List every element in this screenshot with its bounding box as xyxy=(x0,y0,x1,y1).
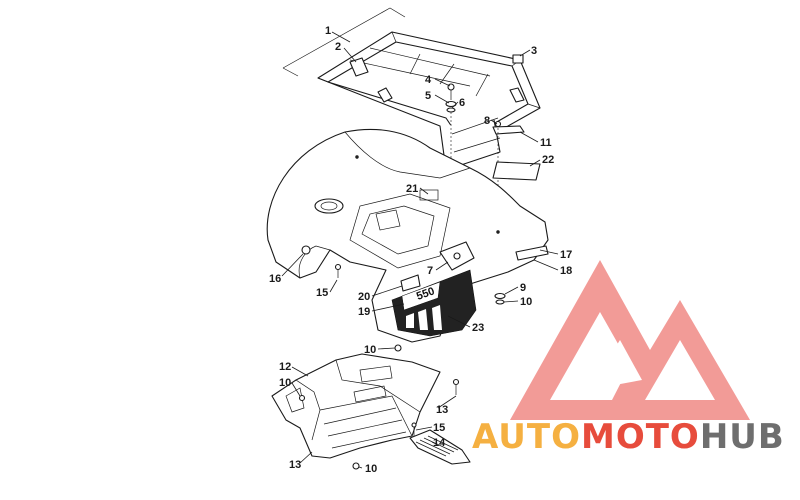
callout-13-right: 13 xyxy=(436,404,448,416)
callout-18: 18 xyxy=(560,265,572,277)
rear-rack xyxy=(317,31,541,171)
callout-10-mid: 10 xyxy=(364,344,376,356)
callout-5: 5 xyxy=(425,90,431,102)
callout-12: 12 xyxy=(279,361,291,373)
decal-22 xyxy=(492,161,541,181)
brand-moto: MOTO xyxy=(581,417,700,457)
fastener-7 xyxy=(439,241,475,271)
leader-lines xyxy=(281,31,559,469)
screw-13-right xyxy=(452,378,460,395)
hardware-9-10 xyxy=(494,292,506,305)
callout-7: 7 xyxy=(427,265,433,277)
triangle-logo-icon xyxy=(510,260,750,420)
callout-21: 21 xyxy=(406,183,418,195)
callout-4: 4 xyxy=(425,74,432,86)
automotohub-watermark: AUTOMOTOHUB xyxy=(472,260,785,457)
nut-10-mid xyxy=(394,344,402,352)
callout-8: 8 xyxy=(484,115,490,127)
callout-13-left: 13 xyxy=(289,459,301,471)
nut-10-bottom xyxy=(352,462,360,470)
svg-text:AUTOMOTOHUB: AUTOMOTOHUB xyxy=(472,417,785,457)
rear-fender xyxy=(266,128,549,343)
callout-10-left: 10 xyxy=(279,377,291,389)
callout-10-bottom: 10 xyxy=(365,463,377,475)
rack-bracket xyxy=(282,7,406,77)
callout-15-upper: 15 xyxy=(316,287,328,299)
callout-9: 9 xyxy=(520,282,526,294)
callout-22: 22 xyxy=(542,154,554,166)
callout-11: 11 xyxy=(540,137,552,149)
callout-1: 1 xyxy=(325,25,331,37)
callout-6: 6 xyxy=(459,97,465,109)
screw-15-upper xyxy=(334,263,342,278)
callout-19: 19 xyxy=(358,306,370,318)
decal-550-text: 550 xyxy=(415,285,436,303)
callout-15-lower: 15 xyxy=(433,422,445,434)
callout-2: 2 xyxy=(335,41,341,53)
callout-3: 3 xyxy=(531,45,537,57)
callout-14: 14 xyxy=(433,437,446,449)
callout-17: 17 xyxy=(560,249,572,261)
callout-10-right: 10 xyxy=(520,296,532,308)
brand-hub: HUB xyxy=(700,417,785,457)
callout-16: 16 xyxy=(269,273,281,285)
callout-20: 20 xyxy=(358,291,370,303)
footrest-14 xyxy=(409,422,471,465)
callout-labels: 1 2 3 4 5 6 8 11 22 21 17 18 16 15 7 9 1… xyxy=(269,25,572,475)
footwell xyxy=(271,353,441,459)
brand-auto: AUTO xyxy=(472,417,581,457)
callout-23: 23 xyxy=(472,322,484,334)
